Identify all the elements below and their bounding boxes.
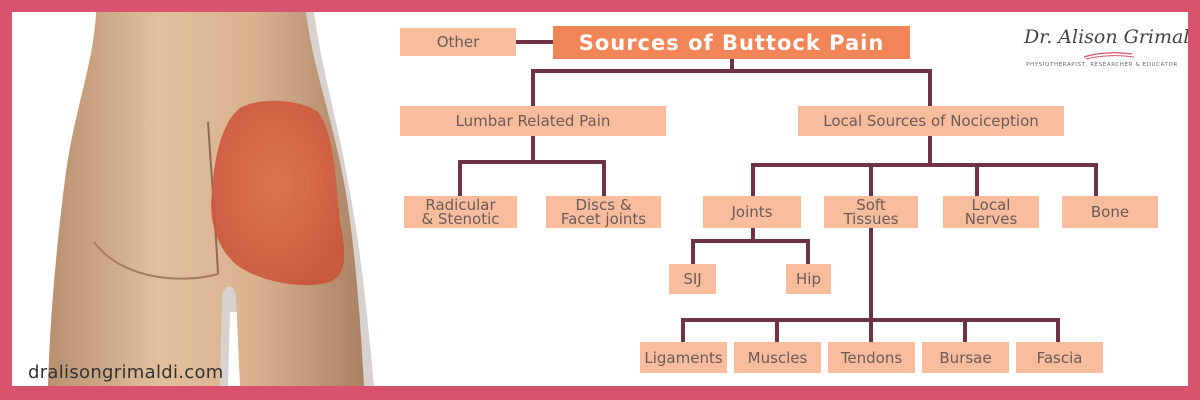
node-discs-facet: Discs & Facet joints — [546, 196, 661, 228]
node-tendons: Tendons — [828, 342, 915, 373]
website-url: dralisongrimaldi.com — [28, 362, 224, 383]
node-radicular-line2: & Stenotic — [421, 210, 500, 228]
node-hip: Hip — [786, 264, 831, 294]
node-local-sources: Local Sources of Nociception — [798, 106, 1064, 136]
node-soft-line2: Tissues — [843, 210, 899, 228]
node-ligaments: Ligaments — [640, 342, 727, 373]
node-other: Other — [400, 28, 516, 56]
node-lumbar-related-pain: Lumbar Related Pain — [400, 106, 666, 136]
diagram-frame: dralisongrimaldi.com — [12, 12, 1188, 386]
figure-fold-left — [93, 241, 219, 280]
node-soft-tissues: Soft Tissues — [824, 196, 918, 228]
node-radicular-stenotic: Radicular & Stenotic — [404, 196, 517, 228]
node-discs-line1: Discs & — [575, 196, 632, 214]
brand-tagline: PHYSIOTHERAPIST, RESEARCHER & EDUCATOR — [1026, 62, 1178, 68]
node-joints: Joints — [703, 196, 801, 228]
buttock-illustration: dralisongrimaldi.com — [12, 12, 392, 386]
tree-connectors — [458, 40, 1098, 344]
node-muscles: Muscles — [734, 342, 821, 373]
node-bone: Bone — [1062, 196, 1158, 228]
node-discs-line2: Facet joints — [560, 210, 647, 228]
node-bursae: Bursae — [922, 342, 1009, 373]
body-figure — [48, 12, 374, 386]
brand-logo: Dr. Alison Grimaldi PHYSIOTHERAPIST, RES… — [1024, 26, 1188, 72]
pain-region — [211, 100, 345, 286]
node-fascia: Fascia — [1016, 342, 1103, 373]
node-nerves-line2: Nerves — [964, 210, 1018, 228]
node-nerves-line1: Local — [971, 196, 1011, 214]
node-soft-line1: Soft — [856, 196, 886, 214]
node-local-nerves: Local Nerves — [943, 196, 1039, 228]
node-radicular-line1: Radicular — [425, 196, 496, 214]
brand-name: Dr. Alison Grimaldi — [1024, 26, 1188, 48]
node-sij: SIJ — [669, 264, 716, 294]
diagram-title: Sources of Buttock Pain — [553, 26, 910, 59]
brand-swoosh — [1083, 52, 1135, 60]
